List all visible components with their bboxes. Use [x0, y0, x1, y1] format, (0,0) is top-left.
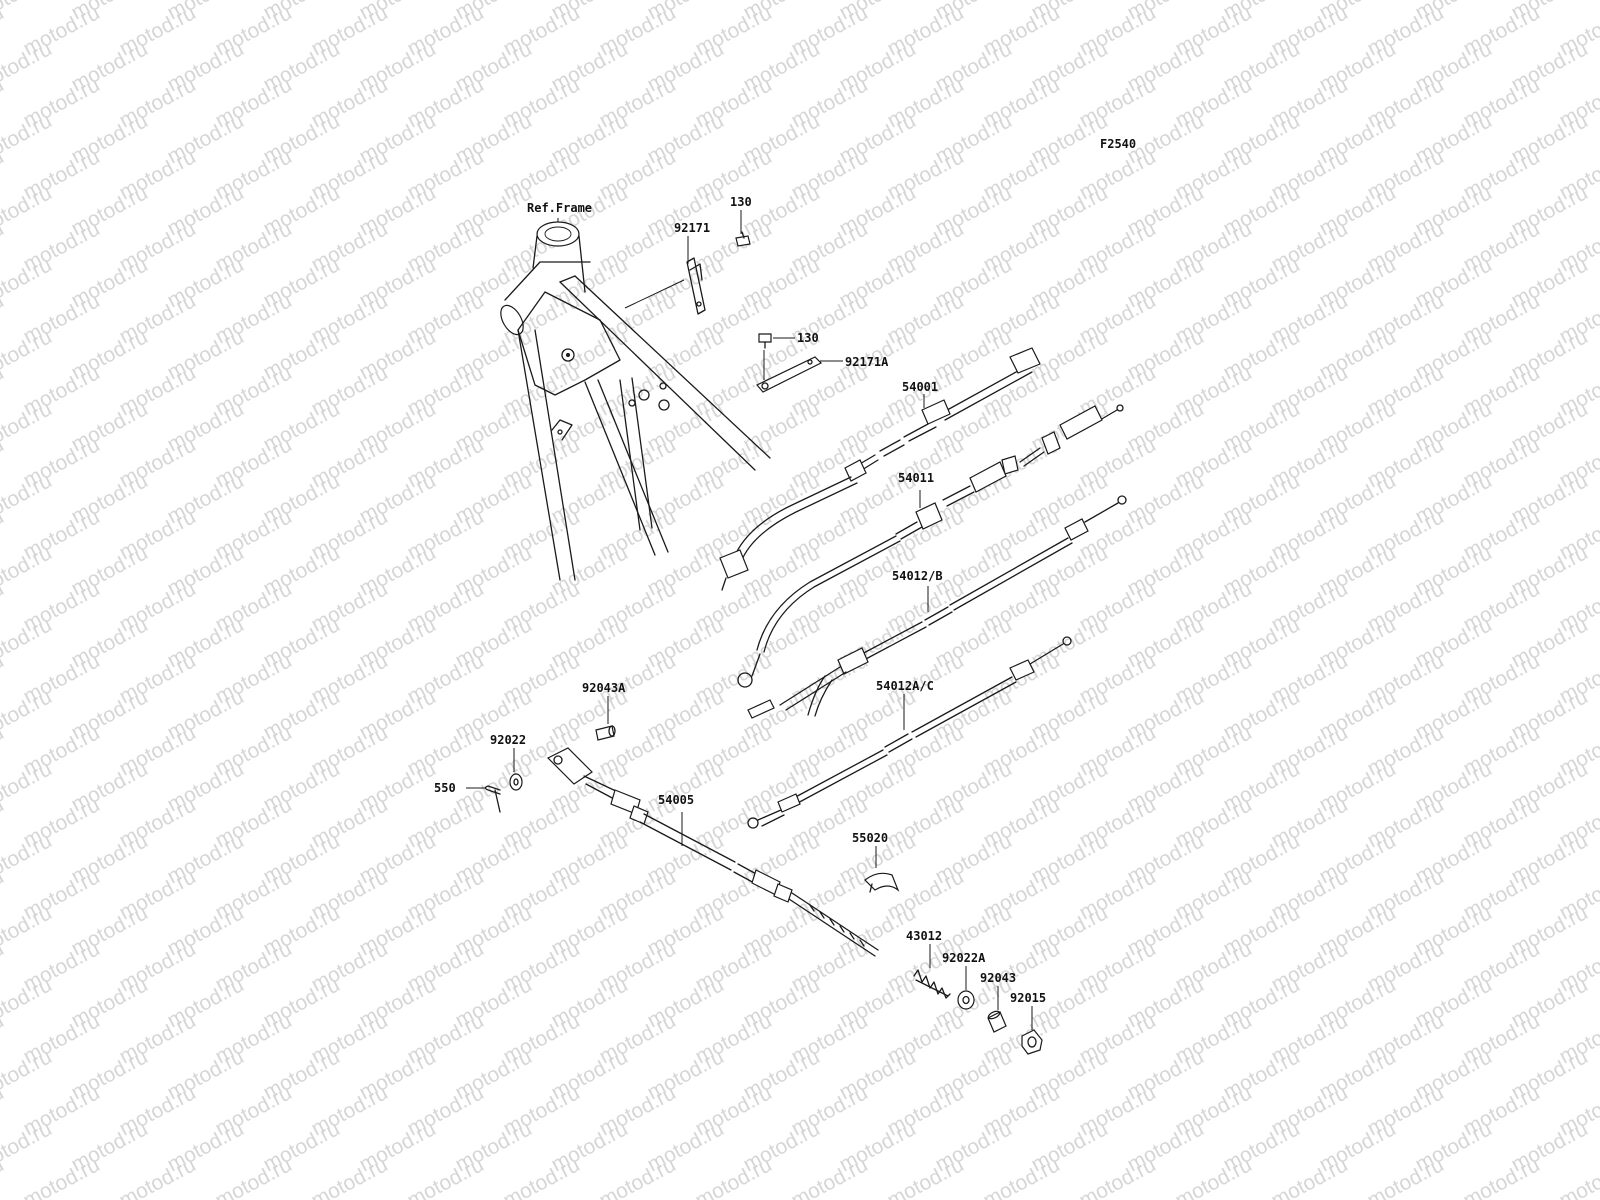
watermark-text: motod.ru	[1460, 1153, 1544, 1200]
watermark-text: motod.ru	[20, 1153, 104, 1200]
part-55020-cover	[864, 872, 900, 893]
part-43012-spring	[913, 969, 951, 999]
watermark-text: motod.ru	[0, 37, 56, 96]
callout-54012B: 54012/B	[892, 569, 943, 583]
callout-55020: 55020	[852, 831, 888, 845]
watermark-text: motod.ru	[0, 325, 56, 384]
callout-92043: 92043	[980, 971, 1016, 985]
watermark-text: motod.ru	[0, 397, 56, 456]
watermark-text: motod.ru	[0, 109, 56, 168]
part-92171A-bracket	[756, 356, 823, 393]
watermark-text: motod.ru	[500, 1153, 584, 1200]
part-92022A-washer	[957, 990, 975, 1010]
callout-92171: 92171	[674, 221, 710, 235]
callout-92171A: 92171A	[845, 355, 889, 369]
watermark-text: motod.ru	[0, 829, 56, 888]
watermark-text: motod.ru	[788, 1153, 872, 1200]
watermark-text: motod.ru	[308, 1153, 392, 1200]
watermark-text: motod.ru	[0, 613, 56, 672]
watermark-text: motod.ru	[1268, 1153, 1352, 1200]
callout-54011: 54011	[898, 471, 934, 485]
watermark-text: motod.ru	[0, 1117, 56, 1176]
watermark-text: motod.ru	[0, 757, 56, 816]
figure-code: F2540	[1100, 137, 1136, 151]
callout-130-b: 130	[797, 331, 819, 345]
watermark-text: motod.ru	[0, 469, 56, 528]
callout-92022A: 92022A	[942, 951, 986, 965]
watermark-text: motod.ru	[0, 973, 56, 1032]
part-54012B-cable	[747, 495, 1127, 719]
part-54012AC-cable	[747, 636, 1072, 829]
part-92043-collar	[987, 1010, 1007, 1033]
frame-ref-label: Ref.Frame	[527, 201, 592, 215]
part-92022-washer	[509, 773, 523, 791]
part-92043A-pin	[595, 725, 616, 741]
frame-drawing	[500, 221, 771, 581]
watermark-text: motod.ru	[0, 1045, 56, 1104]
part-92015-nut	[1021, 1029, 1043, 1055]
watermark-text: motod.ru	[1172, 1153, 1256, 1200]
watermark-text: motod.ru	[884, 1153, 968, 1200]
watermark-text: motod.ru	[1364, 1153, 1448, 1200]
watermark-text: motod.ru	[980, 1153, 1064, 1200]
callout-92015: 92015	[1010, 991, 1046, 1005]
part-54011-cable	[737, 404, 1124, 688]
watermark-text: motod.ru	[116, 1153, 200, 1200]
watermark-text: motod.ru	[212, 1153, 296, 1200]
callout-550: 550	[434, 781, 456, 795]
callout-92022: 92022	[490, 733, 526, 747]
callout-92043A: 92043A	[582, 681, 626, 695]
watermark-text: motod.ru	[0, 181, 56, 240]
part-92171-bracket	[686, 257, 706, 315]
part-54005-cable	[546, 747, 879, 957]
watermark-text: motod.ru	[404, 1153, 488, 1200]
watermark-text: motod.ru	[0, 541, 56, 600]
callout-130-a: 130	[730, 195, 752, 209]
part-54001-cable	[719, 347, 1041, 591]
watermark-text: motod.ru	[1556, 1153, 1600, 1200]
callout-43012: 43012	[906, 929, 942, 943]
watermark-text: motod.ru	[0, 0, 56, 24]
watermark-text: motod.ru	[0, 253, 56, 312]
callout-54005: 54005	[658, 793, 694, 807]
callout-54012AC: 54012A/C	[876, 679, 934, 693]
watermark-text: motod.ru	[596, 1153, 680, 1200]
callout-54001: 54001	[902, 380, 938, 394]
part-130-bolt-b	[758, 333, 772, 349]
watermark-text: motod.ru	[692, 1153, 776, 1200]
part-130-bolt-a	[735, 231, 751, 247]
watermark-text: motod.ru	[0, 901, 56, 960]
watermark-text: motod.ru	[0, 685, 56, 744]
watermark-text: motod.ru	[1076, 1153, 1160, 1200]
